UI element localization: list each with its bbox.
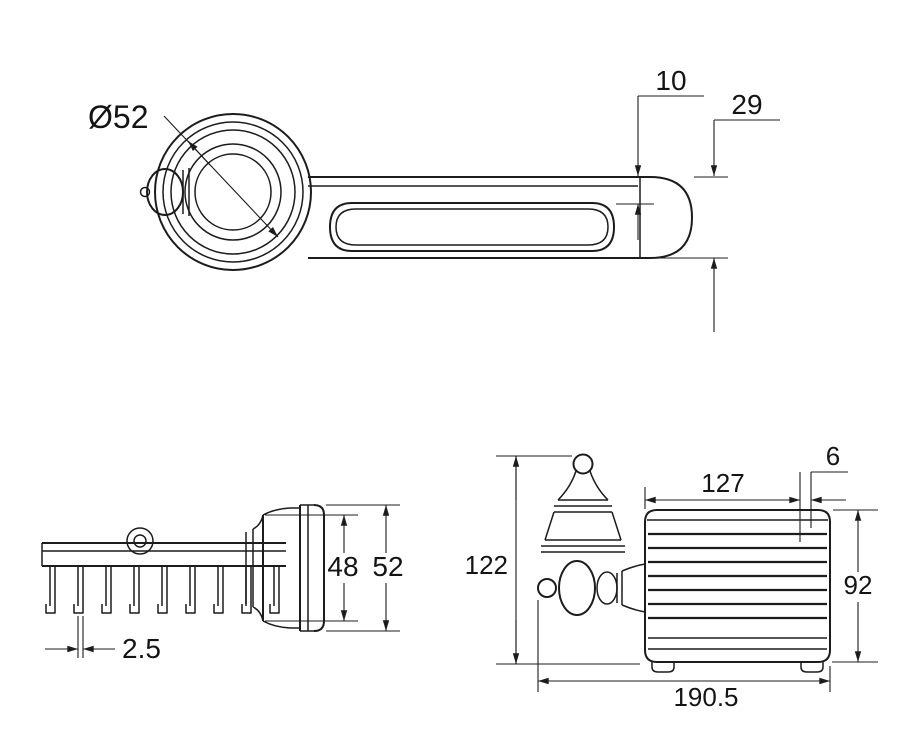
bell-rings [554, 499, 612, 513]
basket-bottom-band [648, 637, 827, 650]
wire-prong [157, 566, 168, 614]
front-view: 122 92 127 6 [465, 441, 878, 712]
dim-label-rim-depth: 10 [655, 65, 686, 96]
dim-edge-gap: 6 [799, 441, 848, 542]
flange-side-profile [245, 504, 325, 632]
finial-knob-profile [139, 168, 190, 216]
dimension-arrow [187, 140, 211, 166]
bell-curve [252, 606, 264, 622]
flange-ring [170, 129, 296, 255]
flange-ring [162, 121, 304, 263]
dim-overall-width: 190.5 [537, 600, 831, 712]
dim-label-inner-height: 48 [327, 551, 358, 582]
dim-label-outer-height: 52 [372, 551, 403, 582]
dim-label-basket-width: 127 [701, 468, 744, 498]
bell-curve [252, 514, 264, 530]
basket-outline [644, 509, 831, 663]
plate-outer-cap [313, 504, 325, 632]
plate-edges [300, 504, 314, 632]
dim-basket-height: 92 [832, 509, 878, 663]
bottom-view: 2.5 48 52 [41, 504, 404, 664]
step-curve [262, 620, 300, 629]
wire-prong [101, 566, 112, 614]
arm-bulb [558, 560, 596, 616]
dim-label-overall-depth: 29 [731, 89, 762, 120]
side-view: Ø52 10 29 [88, 65, 780, 332]
arm-flare [621, 563, 646, 613]
post-hub-inner [133, 534, 147, 548]
basket-wires [648, 532, 827, 620]
wire-prong [213, 566, 224, 614]
basket-foot [651, 662, 675, 673]
flange-ring [194, 153, 272, 231]
wire-prong [269, 566, 280, 614]
post-hub-outer [126, 527, 154, 555]
dim-overall-depth: 29 [656, 89, 780, 332]
arm-end-ball [537, 578, 557, 598]
step-curve [262, 507, 300, 516]
wire-prongs [45, 566, 280, 614]
basket-front [644, 509, 831, 673]
wall-mount-front [541, 453, 625, 553]
support-arm-front [537, 560, 646, 616]
wire-prong [185, 566, 196, 614]
inner-rail-inner [335, 208, 609, 246]
dim-label-overall-height: 122 [465, 550, 508, 580]
wire-prong [73, 566, 84, 614]
flange-ring [184, 143, 282, 241]
bell-taper [557, 470, 577, 501]
bell-taper [544, 511, 622, 541]
dim-flange-diameter: Ø52 [88, 99, 279, 238]
flange-ring [154, 113, 312, 271]
dim-label-wire-diameter: 2.5 [122, 633, 161, 664]
dim-label-overall-width: 190.5 [673, 682, 738, 712]
inner-rail-outer [329, 202, 615, 252]
arm-collar [616, 571, 623, 605]
soap-dish-profile [308, 176, 693, 259]
dim-rim-depth: 10 [616, 65, 704, 240]
dim-basket-width: 127 [644, 468, 800, 509]
dimension-leader-line [163, 115, 279, 238]
dim-label-flange-diameter: Ø52 [88, 99, 148, 135]
knob-tip [139, 186, 151, 198]
dish-outline [308, 176, 693, 259]
arm-bulb-small [596, 571, 618, 605]
bell-taper [589, 470, 609, 501]
wire-prong [45, 566, 56, 614]
basket-bar-profile [41, 527, 286, 567]
bell-base-rings [541, 539, 625, 553]
dim-wire-diameter: 2.5 [45, 616, 161, 664]
dim-flange-heights: 48 52 [265, 504, 404, 632]
dim-label-edge-gap: 6 [826, 441, 840, 471]
dim-label-basket-height: 92 [844, 570, 873, 600]
finial-ball [572, 453, 594, 475]
wire-prong [129, 566, 140, 614]
dim-overall-height: 122 [465, 455, 640, 665]
basket-foot [800, 662, 824, 673]
wall-flange-face [154, 113, 312, 271]
